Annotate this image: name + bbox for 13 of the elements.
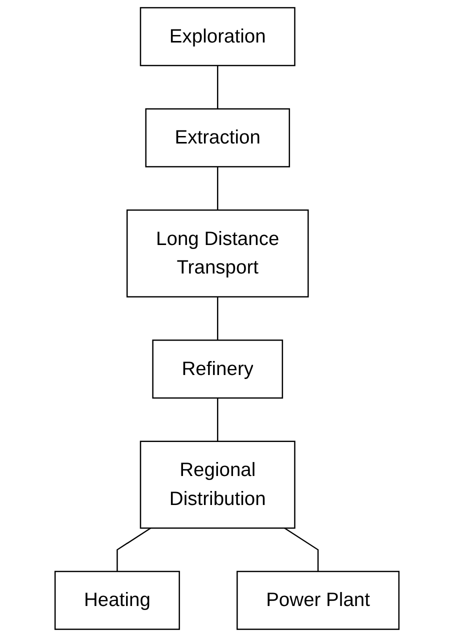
node-box: Exploration (140, 7, 296, 66)
node-box: Heating (54, 570, 180, 630)
node-box: Regional Distribution (140, 440, 296, 529)
node-box: Long Distance Transport (126, 209, 309, 298)
node-box: Extraction (145, 108, 290, 168)
connector (217, 296, 218, 340)
node-box: Power Plant (236, 570, 400, 630)
connector (217, 398, 218, 442)
connector (217, 166, 218, 210)
connector (217, 66, 218, 109)
connector (284, 528, 319, 572)
node-box: Refinery (152, 340, 284, 399)
connector (116, 528, 152, 572)
